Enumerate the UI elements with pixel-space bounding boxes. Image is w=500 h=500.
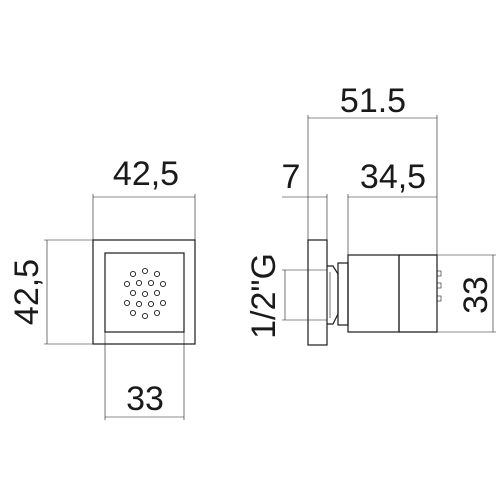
label-inner-width: 33: [126, 380, 164, 418]
side-wall-plate: [307, 239, 328, 346]
spray-nozzle: [135, 279, 143, 287]
spray-nozzle: [159, 280, 167, 288]
spray-nozzle: [141, 267, 149, 275]
front-inner-square: [104, 252, 185, 333]
head-nozzle-3: [436, 295, 442, 302]
spray-nozzle: [141, 312, 149, 320]
head-nozzle-1: [436, 270, 442, 277]
side-neck: [337, 262, 349, 326]
spray-nozzle: [141, 290, 149, 298]
label-plate-thickness: 7: [282, 158, 301, 196]
spray-nozzle: [153, 309, 161, 317]
spray-nozzle: [129, 309, 137, 317]
label-front-width: 42,5: [113, 155, 179, 193]
spray-nozzle: [129, 270, 137, 278]
spray-nozzle: [153, 289, 161, 297]
head-nozzle-2: [436, 282, 442, 289]
side-threaded-connector: [327, 265, 339, 325]
label-body-depth: 34,5: [360, 158, 426, 196]
spray-nozzles: [123, 267, 167, 320]
spray-nozzle: [129, 289, 137, 297]
spray-nozzle: [135, 300, 143, 308]
spray-nozzle: [123, 299, 131, 307]
spray-nozzle: [147, 300, 155, 308]
front-outer-plate: [92, 239, 196, 345]
label-connection: 1/2"G: [245, 253, 283, 339]
side-view: 51.5 7 34,5 1/2"G 33: [245, 82, 496, 346]
label-body-height: 33: [457, 276, 495, 314]
spray-nozzle: [159, 299, 167, 307]
label-overall-depth: 51.5: [340, 82, 406, 120]
label-front-height: 42,5: [8, 259, 46, 325]
front-view: 42,5 42,5 33: [8, 155, 196, 420]
side-head: [399, 254, 438, 333]
spray-nozzle: [123, 280, 131, 288]
side-body: [347, 254, 400, 333]
spray-nozzle: [153, 270, 161, 278]
spray-nozzle: [147, 279, 155, 287]
